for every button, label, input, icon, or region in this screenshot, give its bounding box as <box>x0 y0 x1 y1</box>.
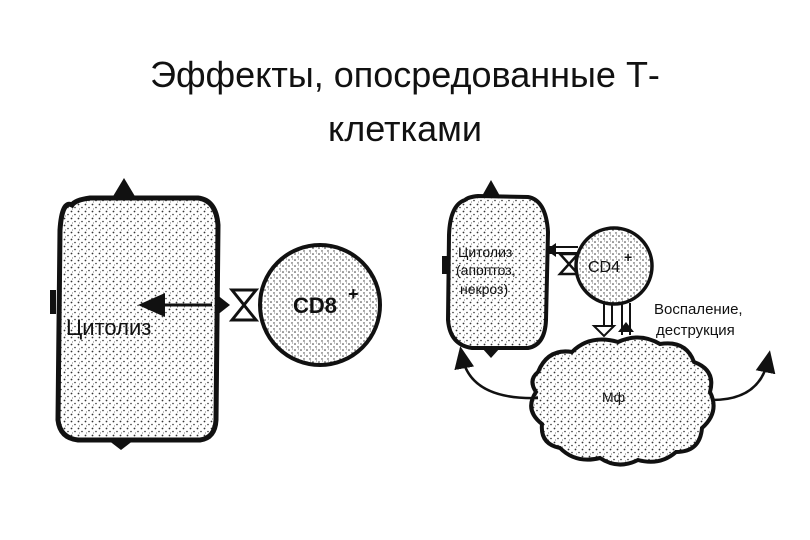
left-cytolysis-label: Цитолиз <box>66 315 151 340</box>
inflammation-line-2: деструкция <box>656 322 735 339</box>
slide-title: Эффекты, опосредованные Т- клетками <box>0 48 810 156</box>
right-target-marker-top <box>482 180 500 196</box>
right-cytolysis-line-2: (апоптоз, <box>456 262 516 278</box>
right-target-marker-left <box>442 256 447 274</box>
macrophage-label: Мф <box>602 389 625 405</box>
cd4-label: CD4 <box>588 259 620 276</box>
cd8-cell <box>258 243 382 367</box>
right-cytolysis-line-1: Цитолиз <box>458 244 512 260</box>
target-cell <box>55 195 221 443</box>
mf-receptor-arrow <box>618 322 634 332</box>
target-marker-top <box>112 178 136 198</box>
right-panel: Цитолиз (апоптоз, некроз) CD4 + Воспален… <box>442 180 776 467</box>
right-target-cell <box>445 193 551 350</box>
right-outflow-arrow <box>711 350 776 402</box>
right-cytolysis-line-3: некроз) <box>460 281 508 297</box>
title-line-2: клетками <box>328 108 482 149</box>
cd4-cell <box>574 226 654 306</box>
cd4-superscript: + <box>624 249 632 265</box>
target-marker-left <box>50 290 56 314</box>
mf-receptor <box>591 325 617 338</box>
tcr-receptor <box>228 288 260 322</box>
target-marker-bottom <box>108 440 134 450</box>
left-outflow-arrow <box>454 346 539 400</box>
left-panel: Цитолиз CD8 + <box>50 178 382 450</box>
target-receptor <box>216 294 230 316</box>
macrophage-cell <box>529 335 716 467</box>
inflammation-line-1: Воспаление, <box>654 301 743 318</box>
target-helper-arrowhead <box>546 243 556 257</box>
cd8-label: CD8 <box>293 293 337 318</box>
cd8-superscript: + <box>348 284 359 304</box>
right-target-marker-bottom <box>482 348 500 358</box>
title-line-1: Эффекты, опосредованные Т- <box>150 54 660 95</box>
